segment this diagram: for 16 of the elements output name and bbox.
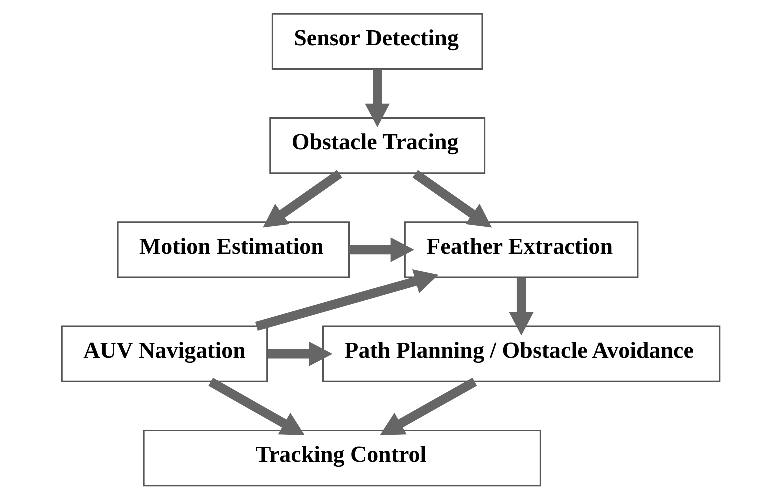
arrow — [267, 342, 332, 367]
arrow — [262, 170, 342, 228]
arrow — [208, 378, 304, 436]
arrow — [508, 278, 534, 336]
node-box: AUV Navigation — [60, 326, 268, 382]
node-box: Feather Extraction — [404, 222, 638, 278]
node-box: Obstacle Tracing — [269, 118, 486, 174]
arrow — [348, 238, 414, 262]
arrow — [254, 270, 438, 331]
node-box: Motion Estimation — [116, 222, 350, 278]
arrow — [380, 378, 477, 436]
arrow — [364, 70, 390, 128]
arrow — [412, 170, 492, 228]
node-box: Path Planning / Obstacle Avoidance — [322, 326, 720, 382]
node-box: Sensor Detecting — [271, 13, 483, 70]
node-box: Tracking Control — [142, 430, 541, 487]
